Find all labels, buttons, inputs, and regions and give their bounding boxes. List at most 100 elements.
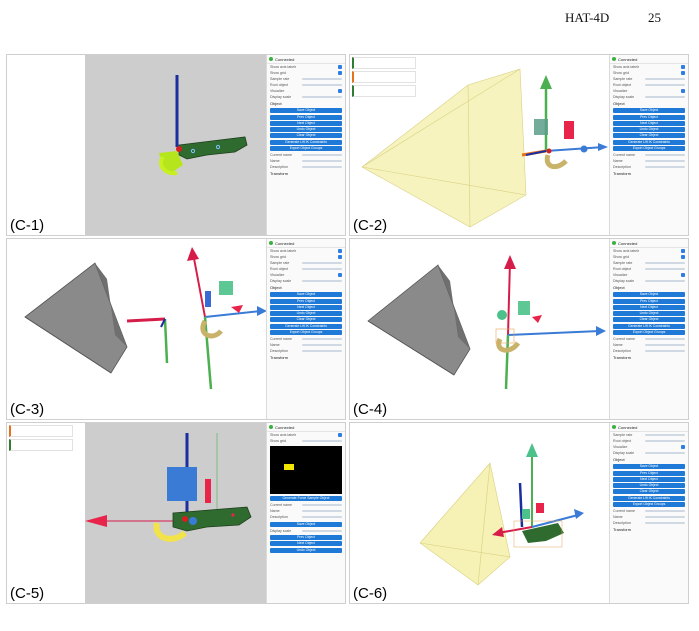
checkbox[interactable]: [681, 89, 685, 93]
save-object-button[interactable]: Save Object: [613, 108, 685, 114]
field-row[interactable]: Name: [267, 342, 345, 348]
settings-row[interactable]: Show axis labels: [610, 248, 688, 254]
clear-object-button[interactable]: Clear Object: [613, 133, 685, 139]
checkbox[interactable]: [681, 255, 685, 259]
settings-row[interactable]: Display scale: [610, 278, 688, 284]
select-field[interactable]: [645, 440, 685, 442]
field-row[interactable]: Description: [610, 164, 688, 170]
settings-row[interactable]: Show axis labels: [610, 64, 688, 70]
export-groups-button[interactable]: Export Object Groups: [270, 146, 342, 152]
slider[interactable]: [645, 452, 685, 454]
save-object-button[interactable]: Save Object: [270, 108, 342, 114]
viewport-3d[interactable]: (C-4): [350, 239, 612, 419]
slider[interactable]: [302, 262, 342, 264]
field-row[interactable]: Name: [610, 342, 688, 348]
viewport-3d[interactable]: (C-3): [7, 239, 269, 419]
export-groups-button[interactable]: Export Object Groups: [270, 330, 342, 336]
generate-constraints-button[interactable]: Generate Lift IK Constraints: [613, 139, 685, 145]
text-input[interactable]: [302, 154, 342, 157]
settings-row[interactable]: Visualize: [610, 88, 688, 94]
slider[interactable]: [645, 262, 685, 264]
settings-row[interactable]: Show axis labels: [267, 432, 345, 438]
settings-row[interactable]: Display scale: [267, 528, 345, 534]
settings-row[interactable]: Show grid: [267, 254, 345, 260]
select-field[interactable]: [645, 268, 685, 270]
message-item[interactable]: [352, 57, 416, 69]
settings-row[interactable]: Visualize: [610, 272, 688, 278]
prev-object-button[interactable]: Prev Object: [270, 114, 342, 120]
field-row[interactable]: Name: [267, 158, 345, 164]
slider[interactable]: [645, 96, 685, 98]
settings-row[interactable]: Show axis labels: [267, 248, 345, 254]
settings-row[interactable]: Show axis labels: [267, 64, 345, 70]
select-field[interactable]: [645, 84, 685, 86]
clear-object-button[interactable]: Clear Object: [270, 133, 342, 139]
settings-row[interactable]: Display scale: [267, 94, 345, 100]
undo-object-button[interactable]: Undo Object: [613, 311, 685, 317]
settings-row[interactable]: Display scale: [610, 94, 688, 100]
checkbox[interactable]: [338, 249, 342, 253]
message-item[interactable]: [352, 85, 416, 97]
slider[interactable]: [302, 78, 342, 80]
checkbox[interactable]: [681, 71, 685, 75]
field-row[interactable]: Name: [610, 514, 688, 520]
slider[interactable]: [302, 96, 342, 98]
prev-object-button[interactable]: Prev Object: [613, 298, 685, 304]
viewport-3d[interactable]: (C-5): [7, 423, 269, 603]
text-input[interactable]: [645, 522, 685, 525]
generate-constraints-button[interactable]: Generate Lift IK Constraints: [270, 139, 342, 145]
text-input[interactable]: [645, 516, 685, 519]
settings-row[interactable]: Root object: [267, 82, 345, 88]
save-object-button[interactable]: Save Object: [613, 292, 685, 298]
prev-object-button[interactable]: Prev Object: [613, 114, 685, 120]
settings-row[interactable]: Show grid: [267, 438, 345, 444]
text-input[interactable]: [302, 504, 342, 507]
field-row[interactable]: Description: [267, 348, 345, 354]
field-row[interactable]: Current name: [267, 502, 345, 508]
settings-row[interactable]: Root object: [610, 82, 688, 88]
settings-row[interactable]: Sample rate: [267, 260, 345, 266]
field-row[interactable]: Description: [267, 514, 345, 520]
checkbox[interactable]: [338, 65, 342, 69]
settings-row[interactable]: Sample rate: [610, 432, 688, 438]
prev-object-button[interactable]: Prev Object: [270, 298, 342, 304]
viewport-3d[interactable]: (C-2): [350, 55, 612, 235]
checkbox[interactable]: [681, 249, 685, 253]
text-input[interactable]: [645, 160, 685, 163]
settings-row[interactable]: Display scale: [610, 450, 688, 456]
checkbox[interactable]: [338, 71, 342, 75]
slider[interactable]: [645, 280, 685, 282]
export-groups-button[interactable]: Export Object Groups: [613, 146, 685, 152]
undo-object-button[interactable]: Undo Object: [270, 127, 342, 133]
checkbox[interactable]: [681, 445, 685, 449]
viewport-3d[interactable]: (C-1): [7, 55, 269, 235]
prev-object-button[interactable]: Prev Object: [270, 535, 342, 541]
message-item[interactable]: [352, 71, 416, 83]
settings-row[interactable]: Show grid: [267, 70, 345, 76]
next-object-button[interactable]: Next Object: [270, 541, 342, 547]
field-row[interactable]: Description: [267, 164, 345, 170]
checkbox[interactable]: [681, 273, 685, 277]
save-object-button[interactable]: Save Object: [613, 464, 685, 470]
generate-sample-button[interactable]: Generate Force Sample Object: [270, 496, 342, 501]
clear-object-button[interactable]: Clear Object: [270, 317, 342, 323]
undo-object-button[interactable]: Undo Object: [613, 127, 685, 133]
settings-row[interactable]: Sample rate: [267, 76, 345, 82]
field-row[interactable]: Current name: [610, 508, 688, 514]
field-row[interactable]: Current name: [610, 336, 688, 342]
field-row[interactable]: Current name: [267, 336, 345, 342]
select-field[interactable]: [302, 84, 342, 86]
settings-row[interactable]: Sample rate: [610, 260, 688, 266]
undo-object-button[interactable]: Undo Object: [613, 483, 685, 489]
export-groups-button[interactable]: Export Object Groups: [613, 330, 685, 336]
settings-row[interactable]: Root object: [610, 266, 688, 272]
text-input[interactable]: [645, 344, 685, 347]
message-item[interactable]: [9, 439, 73, 451]
field-row[interactable]: Description: [610, 520, 688, 526]
next-object-button[interactable]: Next Object: [613, 476, 685, 482]
settings-row[interactable]: Show grid: [610, 70, 688, 76]
settings-row[interactable]: Visualize: [267, 88, 345, 94]
field-row[interactable]: Name: [267, 508, 345, 514]
generate-constraints-button[interactable]: Generate Lift IK Constraints: [270, 323, 342, 329]
text-input[interactable]: [302, 350, 342, 353]
